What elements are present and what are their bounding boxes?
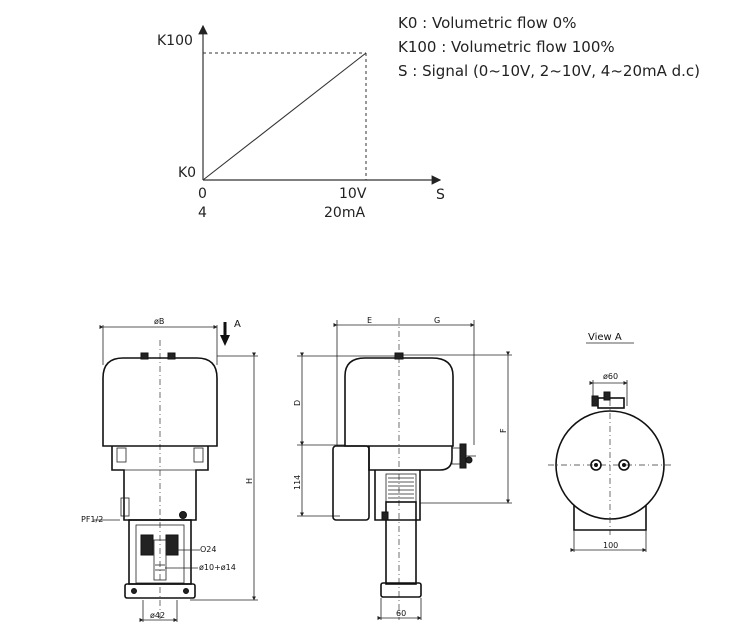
side-view: E G D 114 F: [293, 316, 512, 620]
x-start-label-1: 0: [198, 186, 207, 202]
view-a-dim-top: ø60: [603, 372, 618, 381]
dim-60-label: 60: [396, 609, 406, 618]
x-end-label-1: 10V: [339, 186, 367, 202]
legend-signal: S : Signal (0~10V, 2~10V, 4~20mA d.c): [398, 62, 701, 80]
y-bottom-label: K0: [178, 165, 196, 181]
dim-top-label: øB: [154, 317, 164, 326]
view-a-dim-bottom: 100: [603, 541, 618, 550]
view-a: View A ø60 100: [548, 332, 672, 552]
dim-e-label: E: [367, 316, 372, 325]
view-a-title: View A: [588, 332, 622, 343]
dim-f-label: F: [499, 428, 508, 433]
dim-o24-label: O24: [200, 545, 216, 554]
y-top-label: K100: [157, 33, 193, 49]
front-view: øB A H PF1/2 O24: [81, 317, 258, 622]
dim-stem-label: ø10+ø14: [199, 563, 236, 572]
dim-g-label: G: [434, 316, 440, 325]
dim-d-label: D: [293, 400, 302, 406]
dim-114-label: 114: [293, 475, 302, 490]
x-axis-label: S: [436, 187, 445, 203]
x-start-label-2: 4: [198, 205, 207, 221]
dim-bottom-label: ø42: [150, 611, 165, 620]
dim-height-label: H: [245, 478, 254, 484]
port-label: PF1/2: [81, 515, 103, 524]
arrow-a-label: A: [234, 319, 241, 330]
flow-characteristic-chart: K100 K0 S 0 4 10V 20mA: [157, 24, 445, 221]
legend-k100: K100 : Volumetric flow 100%: [398, 38, 615, 56]
legend-k0: K0 : Volumetric flow 0%: [398, 14, 577, 32]
characteristic-line: [202, 52, 367, 181]
x-end-label-2: 20mA: [324, 205, 365, 221]
